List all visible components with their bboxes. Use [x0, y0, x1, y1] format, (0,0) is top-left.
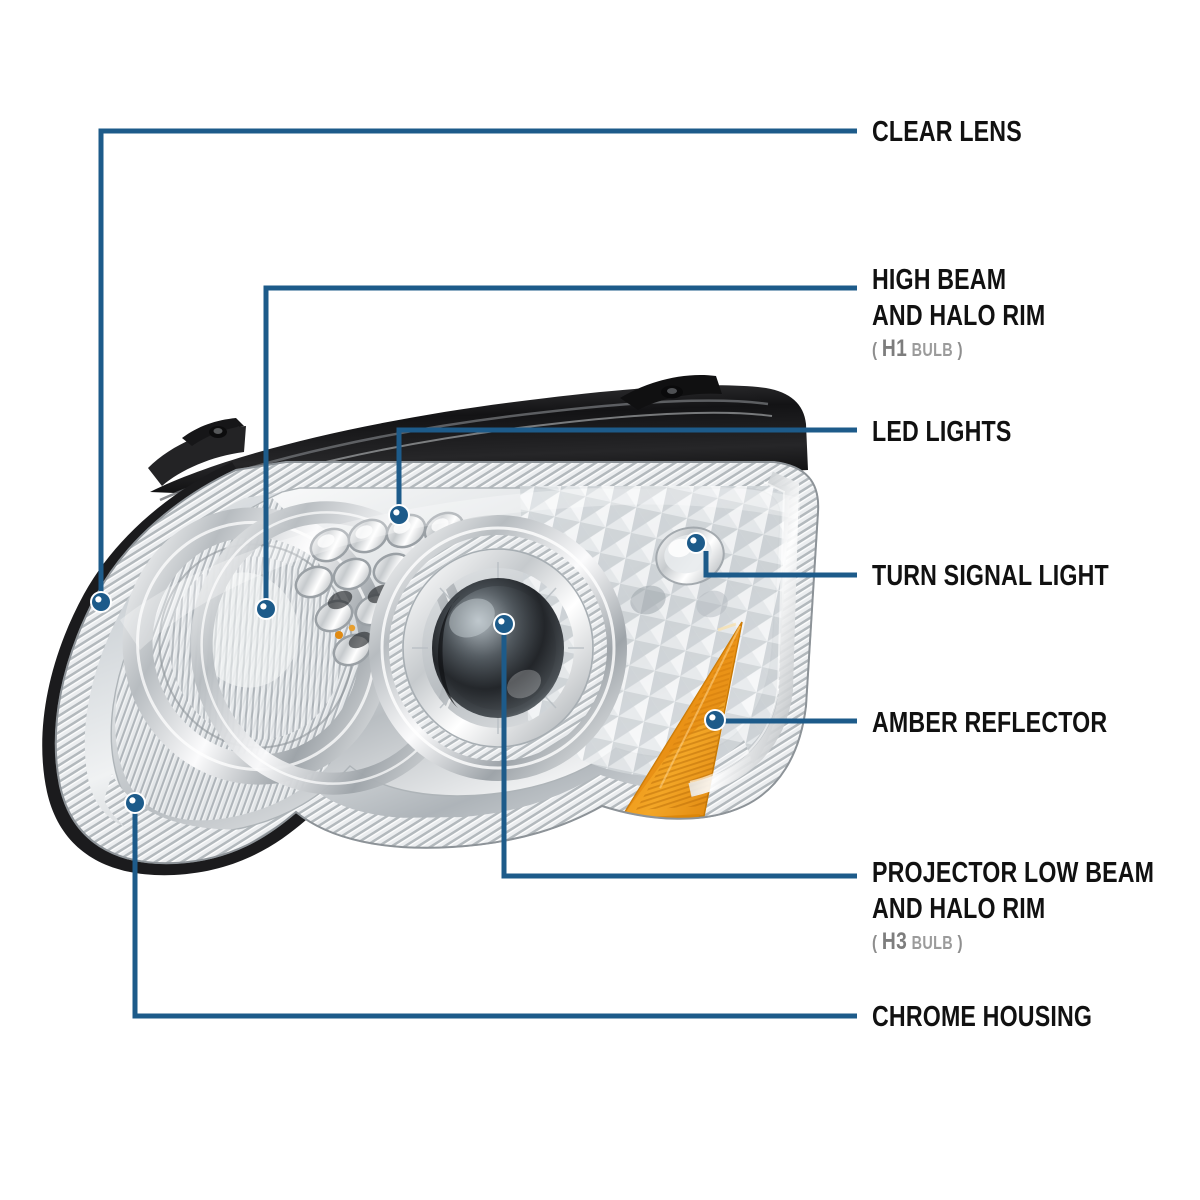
callout-label-line: AND HALO RIM — [872, 893, 1046, 925]
bulb-code: H1 — [881, 335, 908, 362]
bulb-note-paren-open: ( — [872, 340, 882, 361]
callout-label-high-beam-and-halo-rim: HIGH BEAM AND HALO RIM ( H1 BULB ) — [872, 262, 1045, 364]
callout-label-line: AMBER REFLECTOR — [872, 707, 1108, 739]
callout-label-line: CLEAR LENS — [872, 116, 1022, 148]
bulb-word: BULB — [911, 340, 953, 360]
callout-label-line: TURN SIGNAL LIGHT — [872, 560, 1109, 592]
callout-label-turn-signal-light: TURN SIGNAL LIGHT — [872, 558, 1109, 594]
callout-label-line: AND HALO RIM — [872, 300, 1046, 332]
callout-label-line: LED LIGHTS — [872, 416, 1012, 448]
callout-label-clear-lens: CLEAR LENS — [872, 114, 1022, 150]
callout-label-led-lights: LED LIGHTS — [872, 414, 1012, 450]
callout-label-projector-low-beam-and-halo-rim: PROJECTOR LOW BEAM AND HALO RIM ( H3 BULB … — [872, 855, 1154, 957]
callout-label-chrome-housing: CHROME HOUSING — [872, 999, 1092, 1035]
headlight-lens-body — [54, 461, 820, 865]
bulb-word: BULB — [911, 933, 953, 953]
bulb-note-paren-close: ) — [952, 340, 963, 361]
callout-label-line: PROJECTOR LOW BEAM — [872, 857, 1155, 889]
callout-label-line: CHROME HOUSING — [872, 1001, 1093, 1033]
bulb-note-paren-open: ( — [872, 933, 882, 954]
bulb-note: ( H3 BULB ) — [872, 929, 1154, 957]
projector-low-beam-assembly — [369, 515, 627, 781]
bulb-note: ( H1 BULB ) — [872, 336, 1045, 364]
bulb-code: H3 — [881, 928, 908, 955]
bulb-note-paren-close: ) — [952, 933, 963, 954]
callout-label-amber-reflector: AMBER REFLECTOR — [872, 705, 1107, 741]
callout-label-line: HIGH BEAM — [872, 264, 1007, 296]
